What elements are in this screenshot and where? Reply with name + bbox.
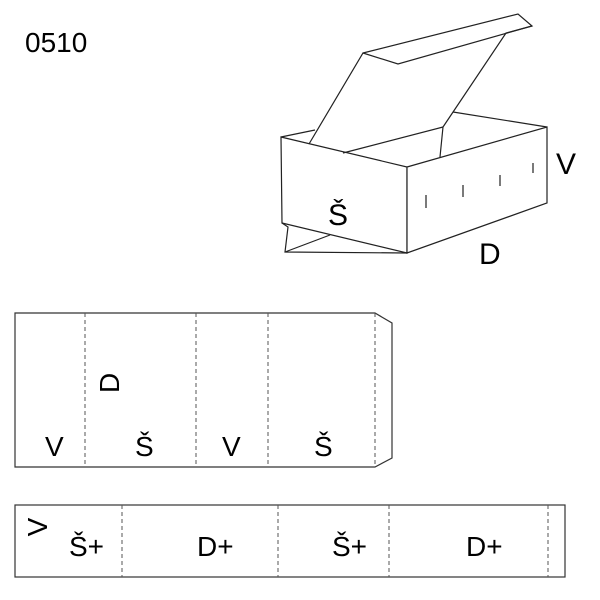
panel1-label-d: D — [94, 373, 125, 393]
blank-panel-2 — [14, 504, 566, 578]
panel2-label-v: V — [22, 517, 53, 536]
box-3d-drawing — [280, 13, 548, 254]
panel2-label-d1: D+ — [197, 531, 234, 562]
panel2-label-s1: Š+ — [69, 531, 104, 562]
panel2-label-s2: Š+ — [332, 531, 367, 562]
box-label-length: D — [479, 238, 501, 271]
panel1-label-v2: V — [222, 431, 241, 462]
model-code: 0510 — [25, 27, 87, 58]
box-label-height: V — [556, 148, 576, 181]
panel1-label-v1: V — [45, 431, 64, 462]
panel1-label-s2: Š — [314, 431, 333, 462]
blank-panel-1 — [14, 312, 393, 468]
panel1-label-s1: Š — [135, 431, 154, 462]
box-label-width: Š — [328, 198, 348, 232]
panel2-label-d2: D+ — [466, 531, 503, 562]
